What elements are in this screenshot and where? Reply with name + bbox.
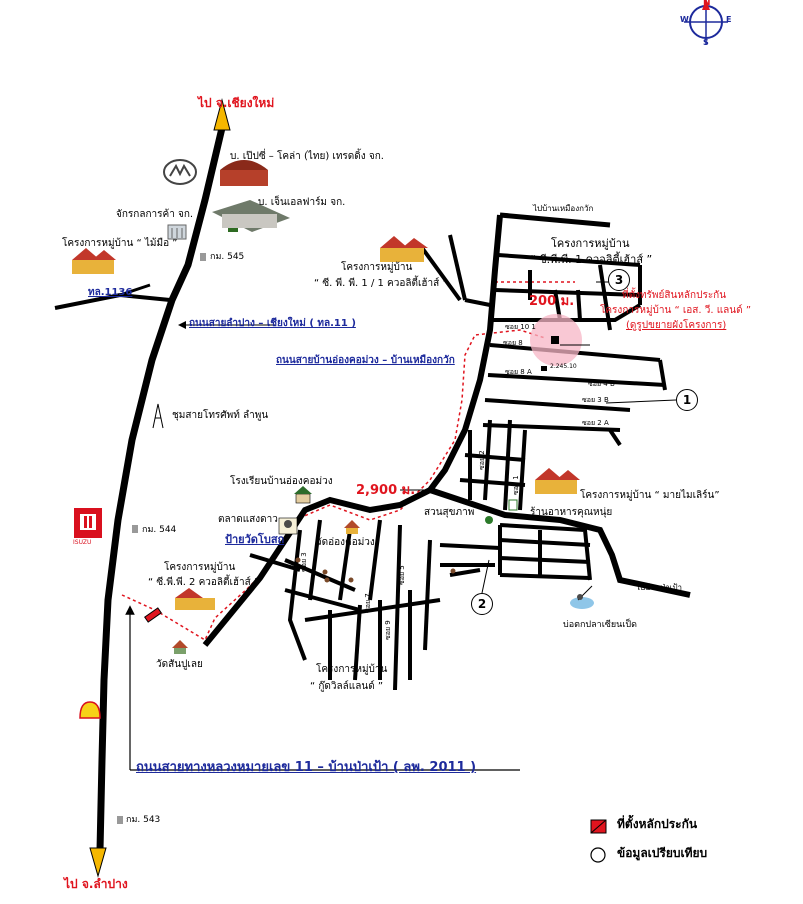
farm-building-icon bbox=[212, 200, 290, 232]
south-arrow-icon bbox=[89, 847, 107, 878]
isuzu-logo-icon bbox=[74, 508, 102, 538]
soi-8a-label: ซอย 8 A bbox=[505, 368, 532, 376]
north-direction-label: ไป จ.เชียงใหม่ bbox=[198, 96, 275, 110]
project-cpp1-title: โครงการหมู่บ้าน bbox=[551, 237, 630, 250]
project-cpp11-title: โครงการหมู่บ้าน bbox=[341, 262, 413, 273]
factory-icon bbox=[220, 160, 268, 186]
soi-v1-label: ซอย 1 bbox=[512, 475, 520, 495]
collateral-label-1: ที่ตั้งทรัพย์สินหลักประกัน bbox=[622, 290, 727, 301]
compass-n: N bbox=[703, 0, 711, 8]
km-post-icon bbox=[117, 253, 206, 824]
market-label: ตลาดแสงดาว bbox=[218, 514, 278, 525]
km-544-label: กม. 544 bbox=[142, 525, 177, 535]
isuzu-text: ISUZU bbox=[73, 539, 92, 546]
mymellin-label: โครงการหมู่บ้าน “ มายไมเลิร์น” bbox=[580, 490, 720, 501]
school-icon bbox=[294, 486, 312, 504]
km-545-label: กม. 545 bbox=[210, 252, 245, 262]
soi-v5-label: ซอย 5 bbox=[398, 565, 406, 585]
soi-v7-label: ซอย 7 bbox=[364, 593, 372, 613]
village-houses-icon bbox=[72, 236, 580, 610]
spot-height-label: 2.245.10 bbox=[550, 363, 577, 370]
fishpond-label: บ่อตกปลาเซียนเป็ด bbox=[563, 620, 637, 630]
bus-stop-label: ป้ายวัดโบสถ bbox=[225, 533, 285, 546]
soi-10-1-label: ซอย 10 1 bbox=[505, 323, 536, 331]
middle-streets bbox=[459, 419, 527, 511]
distance-2900-label: 2,900 ม. bbox=[356, 483, 416, 498]
compass-icon bbox=[684, 0, 728, 44]
soi-8-label: ซอย 8 bbox=[503, 339, 523, 347]
project-cpp2-title: โครงการหมู่บ้าน bbox=[164, 562, 236, 573]
route-line bbox=[121, 329, 546, 642]
main-road-label: ถนนสายลำปาง – เชียงใหม่ ( ทล.11 ) bbox=[189, 318, 356, 329]
road-1136-label: ทล.1136 bbox=[88, 287, 133, 298]
north-arrow-icon bbox=[213, 98, 231, 131]
maimue-village-label: โครงการหมู่บ้าน “ ไม้มือ ” bbox=[62, 238, 178, 249]
collateral-label-2: โครงการหมู่บ้าน “ เอส. วี. แลนด์ ” bbox=[600, 305, 751, 316]
point-2-marker: 2 bbox=[471, 593, 493, 615]
soi-v3-label: ซอย 3 bbox=[300, 552, 308, 572]
pepsi-label: บ. เป๊ปซี่ – โคล่า (ไทย) เทรดดิ้ง จก. bbox=[230, 151, 384, 162]
lower-left-streets bbox=[249, 519, 501, 691]
landmark-dots bbox=[295, 557, 456, 583]
restaurant-label: ร้านอาหารคุณหนุ่ย bbox=[530, 507, 613, 518]
main-highway bbox=[89, 98, 231, 878]
soi-4b-label: ซอย 4 B bbox=[588, 380, 615, 388]
point-3-marker: 3 bbox=[608, 269, 630, 291]
compass-w: W bbox=[680, 15, 689, 24]
temple-icon bbox=[172, 520, 360, 654]
collateral-label-3: (ดูรูปขยายผังโครงการ) bbox=[626, 320, 727, 331]
upper-streets bbox=[418, 234, 667, 447]
soi-3b-label: ซอย 3 B bbox=[582, 396, 609, 404]
market-icon bbox=[278, 517, 298, 535]
project-cpp11-name: “ ซี. พี. พี. 1 / 1 ควอลิตี้เฮ้าส์ ” bbox=[314, 278, 448, 289]
south-direction-label: ไป จ.ลำปาง bbox=[64, 877, 128, 891]
shell-logo-icon bbox=[79, 701, 101, 719]
distance-200-label: 200 ม. bbox=[529, 294, 575, 309]
legend-collateral-label: ที่ตั้งหลักประกัน bbox=[617, 817, 698, 831]
machine-trading-label: จักรกลการค้า จก. bbox=[116, 209, 194, 220]
to-pa-pao-label: ไปบ้านป่าเป้า bbox=[636, 583, 683, 592]
legend-comparison-icon bbox=[590, 847, 606, 863]
school-label: โรงเรียนบ้านอ่องคอม่วง bbox=[230, 476, 333, 487]
park-label: สวนสุขภาพ bbox=[424, 507, 475, 518]
soi-v2-label: ซอย 2 bbox=[478, 450, 486, 470]
temple-sanpuloei-label: วัดสันปูเลย bbox=[156, 659, 203, 670]
telecom-tower-icon bbox=[152, 403, 164, 429]
fishing-icon bbox=[570, 585, 594, 609]
to-mueang-kwak-label: ไปบ้านเหมืองกวัก bbox=[533, 204, 594, 213]
village-road-label: ถนนสายบ้านอ่องคอม่วง – บ้านเหมืองกวัก bbox=[276, 355, 455, 366]
km-543-label: กม. 543 bbox=[126, 815, 161, 825]
park-icon bbox=[485, 499, 518, 524]
temple-ong-label: วัดอ่องคอม่วง bbox=[316, 537, 375, 548]
point-1-marker: 1 bbox=[676, 389, 698, 411]
project-cpp1-name: “ ซี.พี.พี. 1 ควอลิตี้เฮ้าส์ ” bbox=[530, 253, 653, 266]
telecom-label: ชุมสายโทรศัพท์ ลำพูน bbox=[172, 410, 269, 421]
goodwill-title: โครงการหมู่บ้าน bbox=[316, 664, 388, 675]
soi-v9-label: ซอย 9 bbox=[384, 620, 392, 640]
compass-s: S bbox=[703, 38, 709, 47]
lower-right-streets bbox=[498, 523, 592, 581]
bottom-road-label: ถนนสายทางหลวงหมายเลข 11 – บ้านป่าเป้า ( … bbox=[136, 760, 477, 775]
legend-comparison-label: ข้อมูลเปรียบเทียบ bbox=[617, 846, 708, 860]
jasmine-farm-label: บ. เจ็นเอลฟาร์ม จก. bbox=[258, 197, 346, 208]
collateral-marker bbox=[144, 607, 162, 623]
compass-e: E bbox=[726, 15, 732, 24]
mazda-logo-icon bbox=[163, 159, 197, 185]
soi-2a-label: ซอย 2 A bbox=[582, 419, 609, 427]
goodwill-name: “ กู๊ดวิลล์แลนด์ ” bbox=[310, 681, 384, 692]
office-building-icon bbox=[167, 224, 187, 240]
project-cpp2-name: “ ซี.พี.พี. 2 ควอลิตี้เฮ้าส์ ” bbox=[148, 577, 260, 588]
